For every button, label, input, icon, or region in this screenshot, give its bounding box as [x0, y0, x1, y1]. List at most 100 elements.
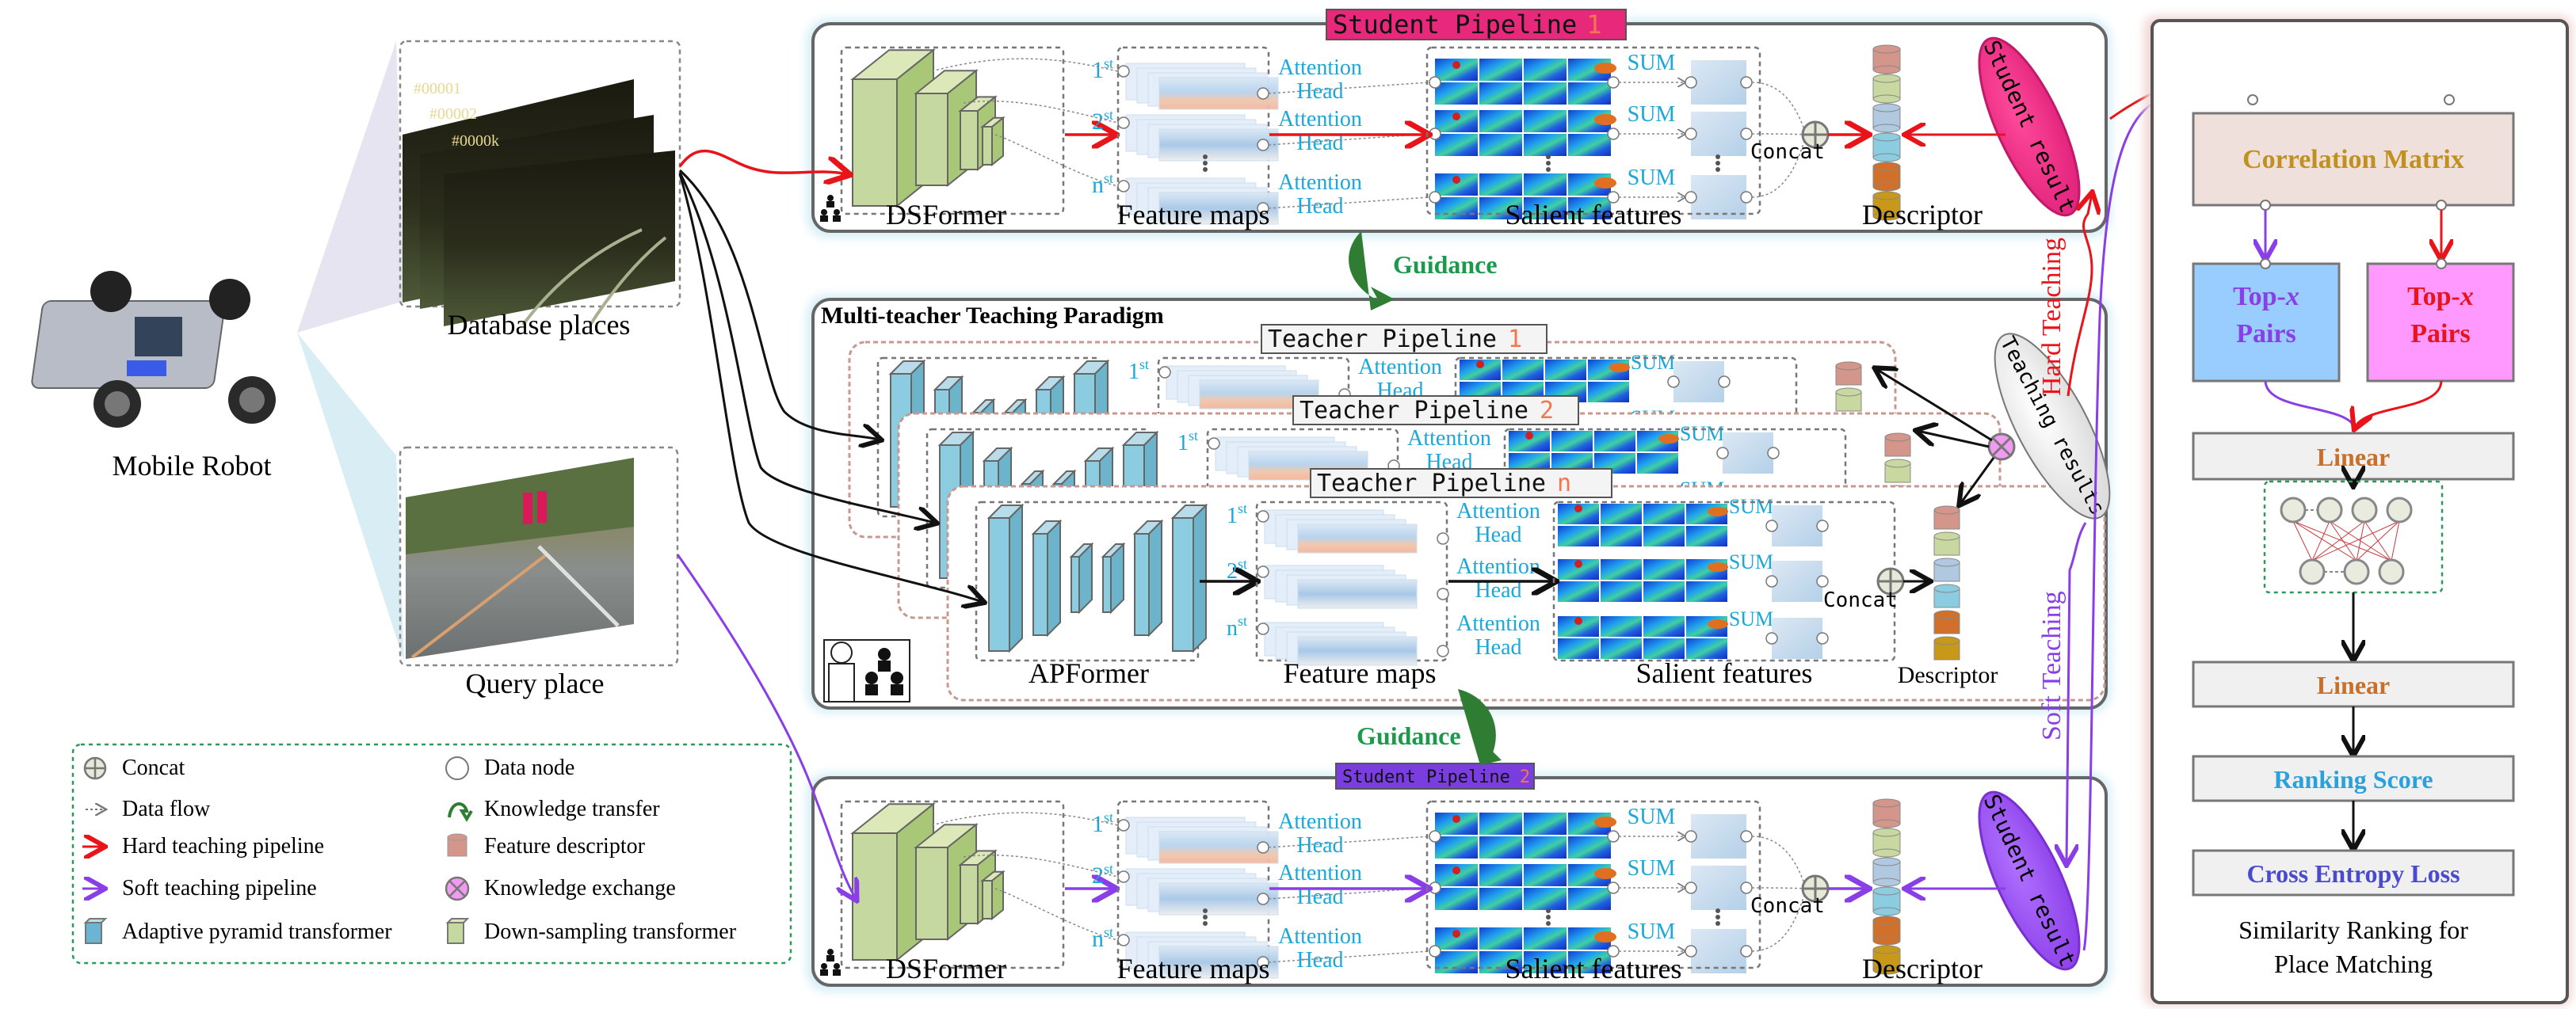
data-node-icon [1816, 632, 1829, 645]
data-node-icon [2444, 94, 2455, 105]
teacher-badge [1292, 395, 1579, 425]
summed-feature [1772, 618, 1822, 659]
salient-heatmap [1435, 134, 1478, 156]
legend-label: Knowledge transfer [484, 797, 660, 821]
feature-descriptor-icon [1884, 432, 1911, 457]
legend-label: Knowledge exchange [484, 876, 676, 900]
feature-order-label: 1st [1092, 809, 1113, 837]
salient-heatmap [1524, 888, 1567, 910]
down-sampling-transformer-icon [445, 918, 470, 944]
ellipsis-dot [1715, 908, 1720, 913]
linear-2-box[interactable] [2192, 661, 2515, 708]
heatmap-hotspot [1594, 868, 1616, 879]
feature-map [1297, 636, 1418, 666]
salient-heatmap [1558, 581, 1599, 602]
adaptive-pyramid-transformer-icon [83, 918, 108, 944]
nn-edge [2311, 520, 2365, 562]
attention-label: Attention [1358, 355, 1442, 379]
salient-heatmap [1479, 197, 1522, 219]
legend-label: Feature descriptor [484, 834, 646, 859]
data-node-icon [1685, 76, 1697, 89]
salient-heatmap [1479, 173, 1522, 196]
legend-label: Concat [122, 756, 185, 780]
ranking-caption-line2: Place Matching [2274, 950, 2433, 978]
nn-edge [2356, 520, 2365, 562]
descriptor-label: Descriptor [1898, 662, 1998, 688]
salient-heatmap [1686, 581, 1727, 602]
query-image [406, 458, 634, 659]
salient-frame [1425, 800, 1761, 969]
salient-heatmap [1637, 453, 1678, 474]
linear-1-label: Linear [2317, 443, 2390, 471]
head-label: Head [1475, 523, 1521, 547]
feature-descriptor-icon [1933, 584, 1960, 608]
data-node-icon [1607, 76, 1620, 89]
salient-heatmap [1479, 134, 1522, 156]
salient-heatmap [1568, 951, 1611, 973]
salient-heatmap [1568, 836, 1611, 859]
head-label: Head [1475, 635, 1521, 660]
correlation-matrix-box[interactable] [2192, 112, 2515, 207]
data-node-icon [1429, 128, 1441, 140]
backbone-frame [975, 501, 1200, 662]
knowledge-transfer-icon [448, 802, 473, 822]
salient-heatmap [1524, 836, 1567, 859]
salient-heatmap [1558, 526, 1599, 546]
heatmap-hotspot [1574, 617, 1582, 625]
exchange-to-teacher-1-arrow [1876, 369, 1993, 442]
data-node-icon [1257, 841, 1269, 854]
nn-edge [2311, 520, 2330, 562]
data-node-icon [1429, 945, 1441, 958]
data-node-icon [1767, 447, 1780, 459]
correlation-matrix-label: Correlation Matrix [2242, 145, 2464, 174]
nn-edge [2292, 520, 2357, 562]
heatmap-hotspot [1525, 432, 1533, 440]
data-node-icon [1117, 870, 1130, 883]
adaptive-pyramid-transformer-icon [1170, 503, 1208, 653]
attention-label: Attention [1278, 170, 1362, 195]
feature-descriptor-icon [1872, 916, 1901, 946]
mobile-robot-icon [31, 271, 276, 428]
adaptive-pyramid-transformer-icon [987, 503, 1025, 653]
sum-label: SUM [1628, 805, 1676, 829]
legend-label: Down-sampling transformer [484, 920, 737, 944]
hard-teaching-label: Hard Teaching [2037, 238, 2067, 396]
salient-heatmap [1524, 82, 1567, 105]
data-node-icon [1816, 575, 1829, 588]
soft-teaching-label: Soft Teaching [2037, 591, 2067, 741]
salient-heatmap [1686, 638, 1727, 659]
ranking-panel: Correlation Matrix Top-x Pairs Top-x Pai… [2144, 16, 2572, 1006]
data-flow-line [963, 854, 1119, 878]
frame-id-k: #0000k [452, 132, 499, 150]
salient-heatmap [1601, 526, 1642, 546]
salient-heatmap [1558, 638, 1599, 659]
attention-label: Attention [1278, 809, 1362, 834]
data-node-icon [1740, 128, 1753, 140]
attention-label: Attention [1278, 107, 1362, 131]
nn-edge [2311, 520, 2400, 562]
salient-heatmap [1435, 888, 1478, 910]
attention-label: Attention [1278, 861, 1362, 885]
salient-heatmap [1524, 813, 1567, 835]
heatmap-hotspot [1452, 112, 1460, 120]
salient-heatmap [1601, 504, 1642, 524]
knowledge-exchange-icon [445, 876, 470, 901]
cross-entropy-loss-box[interactable] [2192, 849, 2515, 897]
heatmap-hotspot [1708, 619, 1728, 629]
data-flow-line [1268, 950, 1430, 963]
attention-label: Attention [1278, 924, 1362, 949]
feature-maps-label: Feature maps [1117, 199, 1270, 230]
ellipsis-dot [1546, 915, 1551, 920]
attention-label: Attention [1456, 554, 1540, 579]
top-x-hard-line2: Pairs [2410, 319, 2471, 348]
nn-node [2343, 558, 2370, 585]
feature-descriptor-icon [1933, 636, 1960, 661]
top-x-pairs-soft-box[interactable] [2192, 262, 2341, 383]
adaptive-pyramid-transformer-icon [1031, 519, 1063, 638]
salient-heatmap [1479, 864, 1522, 886]
salient-heatmap [1568, 888, 1611, 910]
feature-descriptor-icon [1872, 828, 1901, 858]
